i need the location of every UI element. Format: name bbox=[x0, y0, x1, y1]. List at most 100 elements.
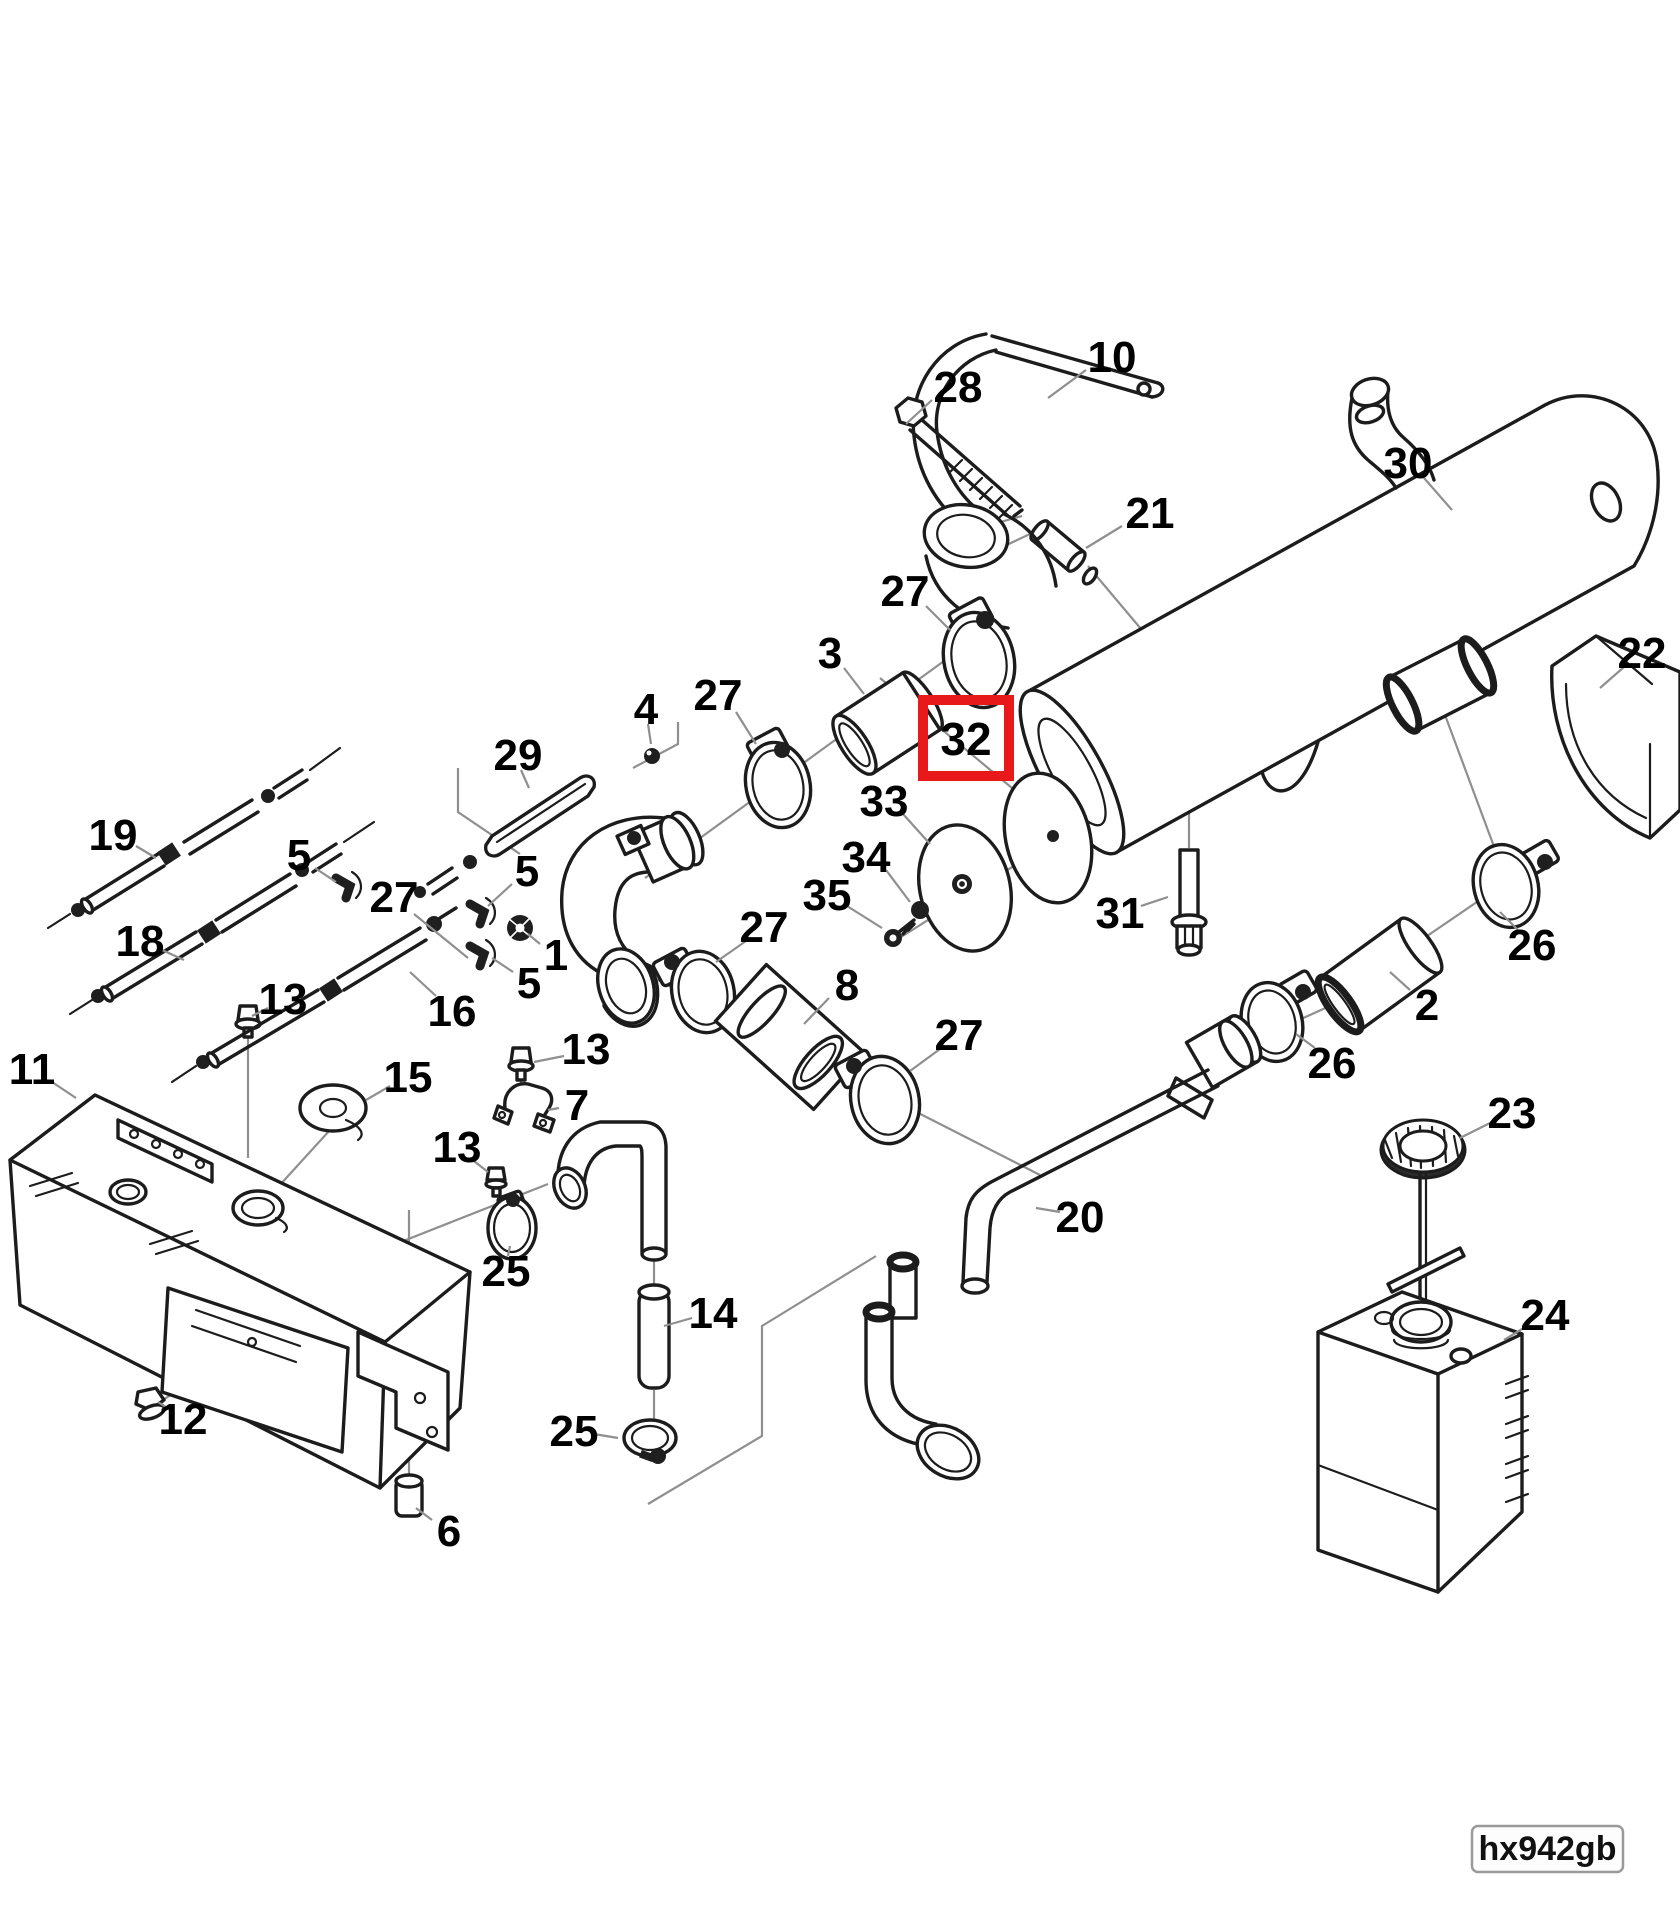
leader-13-33 bbox=[533, 1054, 565, 1064]
o-ring bbox=[1081, 566, 1099, 586]
callout-27-27: 27 bbox=[935, 1011, 984, 1060]
leader-11-31 bbox=[51, 1081, 77, 1099]
bolt-13-c bbox=[484, 1166, 508, 1198]
leader-26-24 bbox=[1295, 1033, 1316, 1049]
leader-16-15 bbox=[409, 971, 437, 997]
leader-33-17 bbox=[902, 813, 931, 845]
leader-25-39 bbox=[593, 1432, 619, 1440]
callout-30-3: 30 bbox=[1384, 439, 1433, 488]
leader-13-35 bbox=[251, 1007, 269, 1017]
hose-clamp-27-d bbox=[833, 1048, 922, 1146]
callout-28-0: 28 bbox=[934, 363, 983, 412]
sleeve-8 bbox=[713, 962, 867, 1112]
pipe-stub bbox=[886, 1251, 920, 1320]
leader-7-34 bbox=[547, 1106, 560, 1112]
callout-34-18: 34 bbox=[842, 833, 891, 882]
leader-19-9 bbox=[135, 845, 157, 859]
callout-3-5: 3 bbox=[818, 629, 842, 678]
pipe-end bbox=[960, 1277, 990, 1295]
exhaust-pipe-20 bbox=[862, 1014, 1263, 1481]
elbow-fitting-5-c bbox=[465, 938, 496, 971]
u-pipe bbox=[552, 1120, 668, 1262]
leader-21-2 bbox=[1085, 525, 1123, 549]
dipstick-tab bbox=[1386, 1246, 1466, 1294]
leader-2-23 bbox=[1389, 971, 1411, 991]
muffler-outlet-sleeve bbox=[1382, 635, 1498, 735]
hose-clamp-25-a bbox=[486, 1189, 538, 1261]
hose-clamp-27-a bbox=[941, 596, 1017, 710]
elbow-fitting-5-b bbox=[465, 896, 496, 929]
leader-13-36 bbox=[469, 1157, 489, 1173]
fuel-line-16 bbox=[170, 906, 458, 1084]
nut-1 bbox=[507, 915, 533, 941]
leader-15-32 bbox=[365, 1085, 391, 1101]
j-hose bbox=[862, 1301, 981, 1481]
leader-lines bbox=[51, 369, 1625, 1521]
callout-5-14: 5 bbox=[517, 959, 541, 1008]
screw-35 bbox=[884, 918, 916, 947]
leader-27-27 bbox=[909, 1048, 941, 1072]
callout-10-1: 10 bbox=[1088, 333, 1137, 382]
callout-1-13: 1 bbox=[544, 931, 568, 980]
bolt-12 bbox=[134, 1386, 167, 1421]
leader-31-20 bbox=[1140, 895, 1169, 908]
callout-5-10: 5 bbox=[287, 831, 311, 880]
leader-12-40 bbox=[157, 1401, 171, 1411]
muffler-elbow-flange bbox=[922, 502, 1058, 630]
pipe-tab bbox=[1166, 1076, 1214, 1120]
spacer-21 bbox=[1029, 519, 1099, 586]
callout-18-16: 18 bbox=[116, 917, 165, 966]
callout-27-11: 27 bbox=[370, 873, 419, 922]
callout-29-8: 29 bbox=[494, 731, 543, 780]
cylinder-6 bbox=[394, 1473, 424, 1518]
bracket-7 bbox=[492, 1082, 556, 1134]
leader-22-21 bbox=[1599, 666, 1625, 689]
nut-34 bbox=[911, 901, 929, 919]
highlight-rect bbox=[918, 695, 1014, 781]
leader-26-22 bbox=[1499, 911, 1519, 931]
callout-25-39: 25 bbox=[550, 1407, 599, 1456]
leader-24-30 bbox=[1503, 1325, 1528, 1341]
callout-20-28: 20 bbox=[1056, 1193, 1105, 1242]
hose-clamp-26-a bbox=[1471, 838, 1560, 930]
leader-10-1 bbox=[1047, 369, 1087, 399]
callout-25-37: 25 bbox=[482, 1247, 531, 1296]
leader-14-38 bbox=[663, 1316, 693, 1328]
callout-22-21: 22 bbox=[1618, 629, 1667, 678]
callout-31-20: 31 bbox=[1096, 889, 1145, 938]
leader-27-25 bbox=[715, 940, 747, 963]
callout-13-35: 13 bbox=[259, 975, 308, 1024]
bracket-22 bbox=[1550, 634, 1680, 840]
muffler-30 bbox=[1018, 376, 1660, 957]
tank-access-panel bbox=[160, 1286, 350, 1454]
elbow-fitting-5-a bbox=[331, 870, 362, 903]
leader-5-10 bbox=[314, 867, 337, 883]
bolt-13-a bbox=[507, 1046, 535, 1082]
callout-26-22: 26 bbox=[1508, 921, 1557, 970]
leader-29-8 bbox=[519, 769, 531, 789]
callout-2-23: 2 bbox=[1415, 981, 1439, 1030]
callout-5-12: 5 bbox=[515, 847, 539, 896]
bolt-31 bbox=[1170, 848, 1208, 957]
leader-5-12 bbox=[487, 883, 513, 907]
hose-clamp-27-c bbox=[651, 946, 737, 1035]
leader-6-41 bbox=[415, 1507, 433, 1521]
leader-3-5 bbox=[843, 667, 865, 695]
sleeve-2 bbox=[1314, 916, 1444, 1036]
callout-27-25: 27 bbox=[740, 903, 789, 952]
muffler-outlet-stub bbox=[1589, 481, 1623, 523]
leader-28-0 bbox=[905, 399, 933, 425]
leader-35-19 bbox=[846, 905, 883, 929]
leader-27-11 bbox=[413, 913, 469, 959]
reservoir-cap-23 bbox=[1379, 1118, 1467, 1320]
highlight-box-32: 32 bbox=[918, 695, 1014, 781]
callout-24-30: 24 bbox=[1521, 1291, 1570, 1340]
vent-hole bbox=[1449, 1347, 1473, 1365]
leader-5-14 bbox=[491, 957, 514, 973]
reservoir-tank-24 bbox=[1316, 1290, 1530, 1594]
bracket-strip-29 bbox=[414, 774, 596, 898]
leader-25-37 bbox=[506, 1245, 512, 1257]
leader-30-3 bbox=[1423, 477, 1453, 511]
